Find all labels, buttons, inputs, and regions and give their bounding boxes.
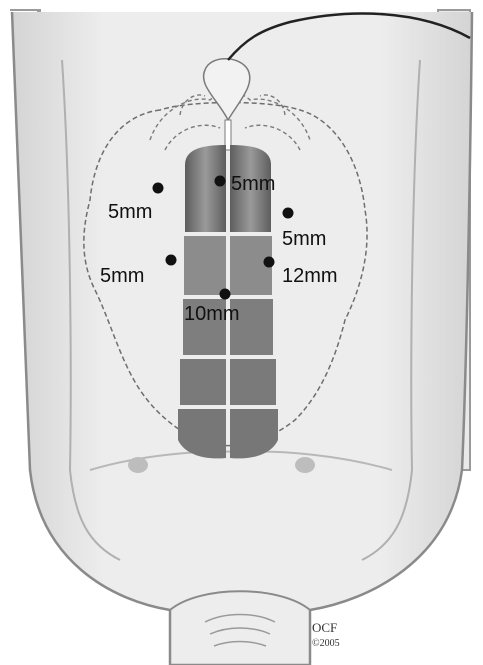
right-iliac-landmark [295, 457, 315, 473]
credit-line1: OCF [312, 620, 337, 635]
port-label: 5mm [100, 265, 144, 287]
port-dot [264, 257, 275, 268]
port-dot [220, 289, 231, 300]
port-label: 10mm [184, 303, 240, 325]
port-dot [153, 183, 164, 194]
port-dot [215, 176, 226, 187]
port-label: 5mm [108, 201, 152, 223]
credit-line2: ©2005 [312, 638, 340, 649]
left-iliac-landmark [128, 457, 148, 473]
port-label: 12mm [282, 265, 338, 287]
port-label: 5mm [231, 173, 275, 195]
port-dot [283, 208, 294, 219]
port-label: 5mm [282, 228, 326, 250]
port-dot [166, 255, 177, 266]
